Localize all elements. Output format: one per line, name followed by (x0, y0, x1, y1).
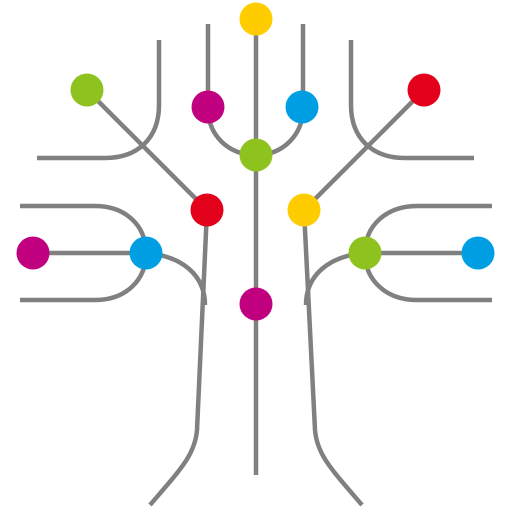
branch-line (348, 40, 474, 161)
branch-line (85, 88, 209, 212)
branch-line (301, 209, 364, 507)
node-magenta-left (16, 236, 50, 270)
node-green-left (70, 73, 104, 107)
tree-nodes (16, 2, 495, 321)
node-red-left (190, 193, 224, 227)
node-red-right (407, 73, 441, 107)
node-blue-left (129, 236, 163, 270)
branch-line (255, 24, 306, 158)
branch-line (302, 88, 426, 212)
branch-line (148, 209, 210, 507)
branch-line (37, 40, 162, 161)
branch-line (205, 24, 257, 158)
node-magenta-center (239, 287, 273, 321)
node-green-center (239, 138, 273, 172)
node-yellow-right (287, 193, 321, 227)
node-magenta-top (191, 90, 225, 124)
node-green-right (348, 236, 382, 270)
node-blue-top (285, 90, 319, 124)
node-yellow-top (239, 2, 273, 36)
node-blue-right (461, 236, 495, 270)
